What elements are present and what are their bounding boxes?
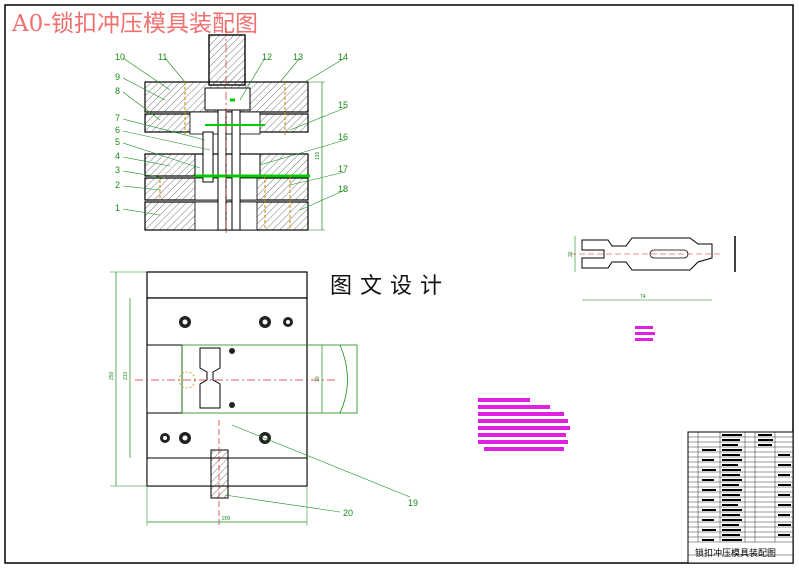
callout-7: 7 bbox=[115, 113, 120, 123]
drawing-title: A0-锁扣冲压模具装配图 bbox=[12, 11, 259, 37]
callout-1: 1 bbox=[115, 203, 120, 213]
callout-12: 12 bbox=[262, 52, 272, 62]
plan-view: 250 210 200 70 bbox=[109, 271, 358, 526]
part-drawing: 20 74 bbox=[568, 236, 736, 341]
callout-8: 8 bbox=[115, 86, 120, 96]
callout-5: 5 bbox=[115, 137, 120, 147]
callout-17: 17 bbox=[338, 164, 348, 174]
watermark-text: 图文设计 bbox=[330, 274, 451, 299]
callout-15: 15 bbox=[338, 100, 348, 110]
plan-callouts bbox=[224, 424, 411, 513]
callout-20: 20 bbox=[343, 508, 353, 518]
title-block bbox=[687, 431, 794, 564]
callout-13: 13 bbox=[293, 52, 303, 62]
dim-plan-height-inner: 210 bbox=[123, 371, 129, 380]
dim-part-width: 20 bbox=[568, 251, 574, 257]
callout-16: 16 bbox=[338, 132, 348, 142]
callout-11: 11 bbox=[158, 52, 167, 62]
dim-part-length: 74 bbox=[640, 294, 646, 300]
dim-plan-height-outer: 250 bbox=[109, 371, 115, 380]
callout-2: 2 bbox=[115, 180, 120, 190]
callout-18: 18 bbox=[338, 184, 348, 194]
callout-4: 4 bbox=[115, 151, 120, 161]
dim-front-height: 120 bbox=[315, 151, 321, 160]
punch-shank bbox=[208, 34, 246, 86]
callout-9: 9 bbox=[115, 72, 120, 82]
callout-14: 14 bbox=[338, 52, 348, 62]
front-section-view: 120 bbox=[144, 28, 325, 236]
callout-19: 19 bbox=[408, 498, 418, 508]
dim-strip-width: 70 bbox=[315, 376, 321, 382]
technical-notes bbox=[478, 398, 570, 451]
callout-3: 3 bbox=[115, 165, 120, 175]
callout-10: 10 bbox=[115, 52, 125, 62]
callout-6: 6 bbox=[115, 125, 120, 135]
sheet-border bbox=[4, 4, 794, 564]
dim-plan-width: 200 bbox=[222, 516, 231, 522]
title-block-name: 锁扣冲压模具装配图 bbox=[695, 549, 777, 559]
front-callouts bbox=[122, 57, 346, 216]
front-callout-labels: 1 2 3 4 5 6 7 8 9 10 11 12 13 14 15 16 1… bbox=[115, 52, 348, 213]
